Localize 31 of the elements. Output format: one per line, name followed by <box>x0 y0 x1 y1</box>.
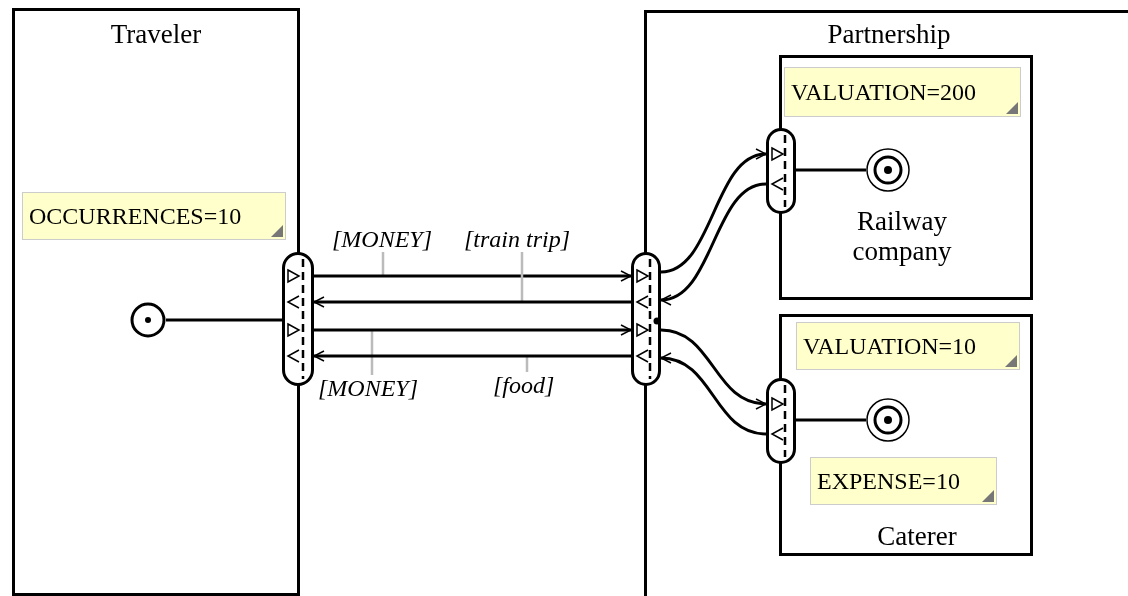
value-interface <box>766 378 796 464</box>
start-stimulus <box>130 302 166 338</box>
note-text: VALUATION=10 <box>803 332 977 360</box>
value-exchange-arrow <box>313 350 631 362</box>
value-interface <box>631 252 661 386</box>
note-box <box>784 67 1021 117</box>
actor-box <box>779 314 1033 556</box>
actor-box <box>644 10 1128 596</box>
note-box <box>796 322 1020 370</box>
actor-name: Partnership <box>826 19 952 49</box>
value-exchange-arrow <box>660 182 767 304</box>
value-interface <box>282 252 314 386</box>
value-exchange-arrow <box>313 296 631 308</box>
note-box <box>810 457 997 505</box>
note-box <box>22 192 286 240</box>
actor-box <box>779 55 1033 300</box>
note-text: VALUATION=200 <box>791 78 977 106</box>
actor-name: Traveler <box>109 19 203 49</box>
actor-box <box>12 8 300 596</box>
note-text: OCCURRENCES=10 <box>29 202 242 230</box>
value-exchange-arrow <box>314 324 632 336</box>
value-interface <box>766 128 796 214</box>
end-stimulus <box>866 148 910 192</box>
value-exchange-arrow <box>660 353 767 436</box>
value-exchange-arrow <box>660 328 767 409</box>
end-stimulus <box>866 398 910 442</box>
actor-name: Caterer <box>876 521 958 551</box>
actor-name: Railway company <box>851 206 953 266</box>
value-exchange-arrow <box>314 270 632 282</box>
value-exchange-arrow <box>660 150 767 274</box>
note-text: EXPENSE=10 <box>817 467 960 495</box>
